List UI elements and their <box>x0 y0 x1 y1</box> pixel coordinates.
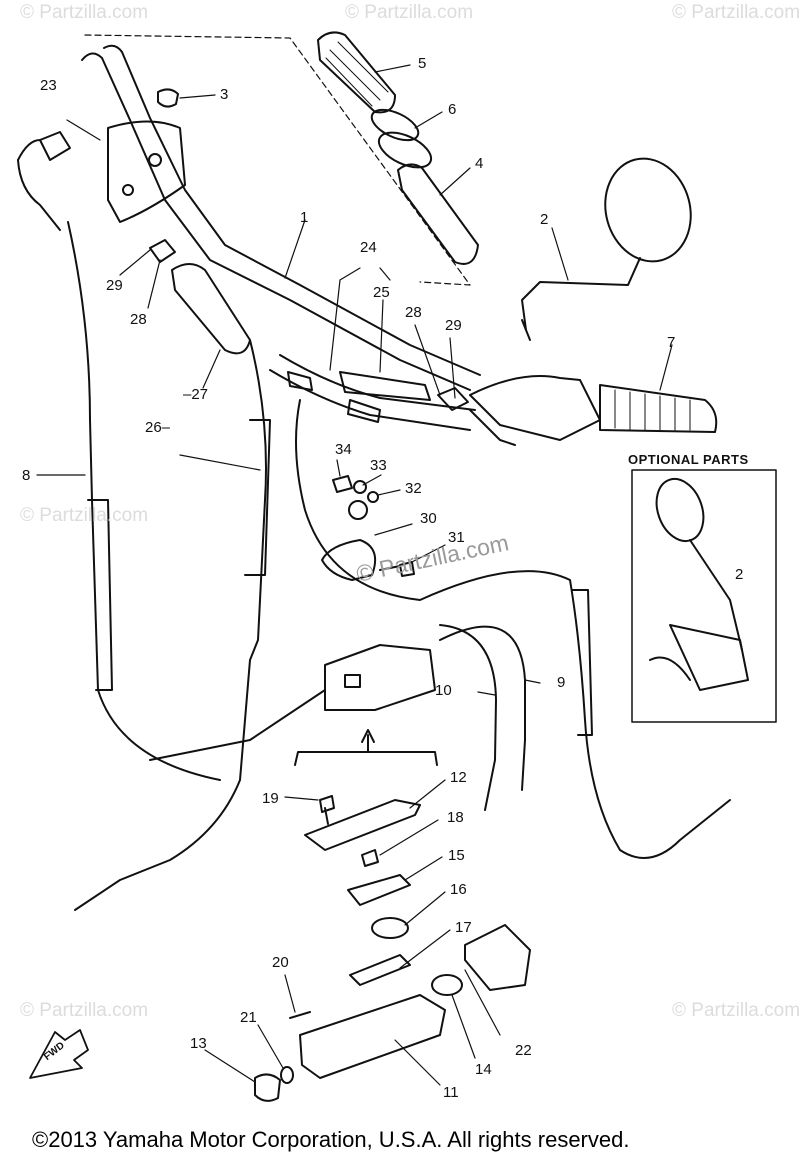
bolt-31 <box>379 561 415 577</box>
callout-23: 23 <box>40 77 57 94</box>
watermark: © Partzilla.com <box>672 1000 801 1021</box>
callout-1: 1 <box>300 209 309 226</box>
cable-10b <box>439 625 526 791</box>
callout-33: 33 <box>370 457 387 474</box>
washer-33 <box>353 480 367 494</box>
nut-13 <box>254 1073 281 1102</box>
watermark: © Partzilla.com <box>20 505 149 526</box>
optional-parts-box <box>631 469 777 723</box>
cable-26 <box>74 339 267 911</box>
callout-10: 10 <box>435 682 452 699</box>
fwd-arrow <box>29 1029 89 1079</box>
callout-26: 26– <box>145 419 171 436</box>
right-grip-5 <box>317 31 396 114</box>
callout-29: 29 <box>106 277 123 294</box>
callout-14: 14 <box>475 1061 492 1078</box>
adjuster-28 <box>149 239 176 263</box>
ring-21 <box>280 1066 294 1084</box>
nut-34 <box>332 475 353 493</box>
cable-9-boot <box>571 589 593 736</box>
callout-28-right: 28 <box>405 304 422 321</box>
dashed-outline <box>84 34 471 286</box>
watermark: © Partzilla.com <box>20 1000 149 1021</box>
leader-lines <box>36 64 673 1086</box>
callout-2-optional: 2 <box>735 566 744 583</box>
cable-9 <box>295 399 731 859</box>
mirror-2 <box>521 157 692 341</box>
handlebar <box>81 44 481 431</box>
part-16 <box>371 917 409 939</box>
optional-parts-title: OPTIONAL PARTS <box>628 452 749 467</box>
callout-18: 18 <box>447 809 464 826</box>
bracket-15 <box>347 874 411 906</box>
box-22 <box>464 924 531 991</box>
callout-27: –27 <box>183 386 209 403</box>
callout-4: 4 <box>475 155 484 172</box>
washer-6b <box>377 131 433 169</box>
callout-25: 25 <box>373 284 390 301</box>
left-grip-27 <box>171 263 251 355</box>
cable-10 <box>439 624 497 811</box>
callout-7: 7 <box>667 334 676 351</box>
callout-13: 13 <box>190 1035 207 1052</box>
callout-8: 8 <box>22 467 31 484</box>
adjuster-28r <box>437 387 469 411</box>
washer-32 <box>367 491 379 503</box>
spring-20 <box>289 1011 311 1019</box>
boot-top <box>287 371 313 391</box>
callout-11: 11 <box>443 1084 459 1101</box>
part-17 <box>349 954 411 986</box>
watermark: © Partzilla.com <box>345 2 474 23</box>
callout-32: 32 <box>405 480 422 497</box>
watermark: © Partzilla.com <box>672 2 801 23</box>
washer-32b <box>348 500 368 520</box>
watermark: © Partzilla.com <box>20 2 149 23</box>
junction-box <box>149 644 436 761</box>
right-grip-7 <box>599 384 718 433</box>
callout-2: 2 <box>540 211 549 228</box>
callout-29-right: 29 <box>445 317 462 334</box>
optional-mirror <box>649 478 749 691</box>
cable-8-outer <box>87 499 113 691</box>
right-switch-housing <box>469 375 601 446</box>
explode-bracket <box>294 751 438 766</box>
callout-28: 28 <box>130 311 147 328</box>
callout-30: 30 <box>420 510 437 527</box>
screw-19 <box>319 795 335 825</box>
callout-34: 34 <box>335 441 352 458</box>
callout-9: 9 <box>557 674 566 691</box>
cable-end-23 <box>39 131 71 161</box>
callout-20: 20 <box>272 954 289 971</box>
callout-22: 22 <box>515 1042 532 1059</box>
cable-26-boot <box>244 419 271 576</box>
left-switch-housing <box>107 120 186 223</box>
cap-3 <box>157 88 179 108</box>
boot-mid <box>347 399 381 423</box>
housing-11 <box>299 994 446 1079</box>
callout-12: 12 <box>450 769 467 786</box>
callout-31: 31 <box>448 529 465 546</box>
callout-24: 24 <box>360 239 377 256</box>
callout-6: 6 <box>448 101 457 118</box>
throttle-tube-4 <box>397 163 479 265</box>
cable-cover-25 <box>339 371 431 401</box>
copyright-notice: ©2013 Yamaha Motor Corporation, U.S.A. A… <box>32 1127 630 1152</box>
callout-17: 17 <box>455 919 472 936</box>
washer-6a <box>370 108 420 142</box>
callout-5: 5 <box>418 55 427 72</box>
callout-15: 15 <box>448 847 465 864</box>
callout-16: 16 <box>450 881 467 898</box>
grommet-14 <box>431 974 463 996</box>
callout-19: 19 <box>262 790 279 807</box>
screw-18 <box>361 849 379 867</box>
cover-plate-12 <box>304 799 421 851</box>
callout-21: 21 <box>240 1009 257 1026</box>
callout-3: 3 <box>220 86 229 103</box>
clamp-30 <box>321 539 376 581</box>
explode-arrow <box>361 729 375 753</box>
